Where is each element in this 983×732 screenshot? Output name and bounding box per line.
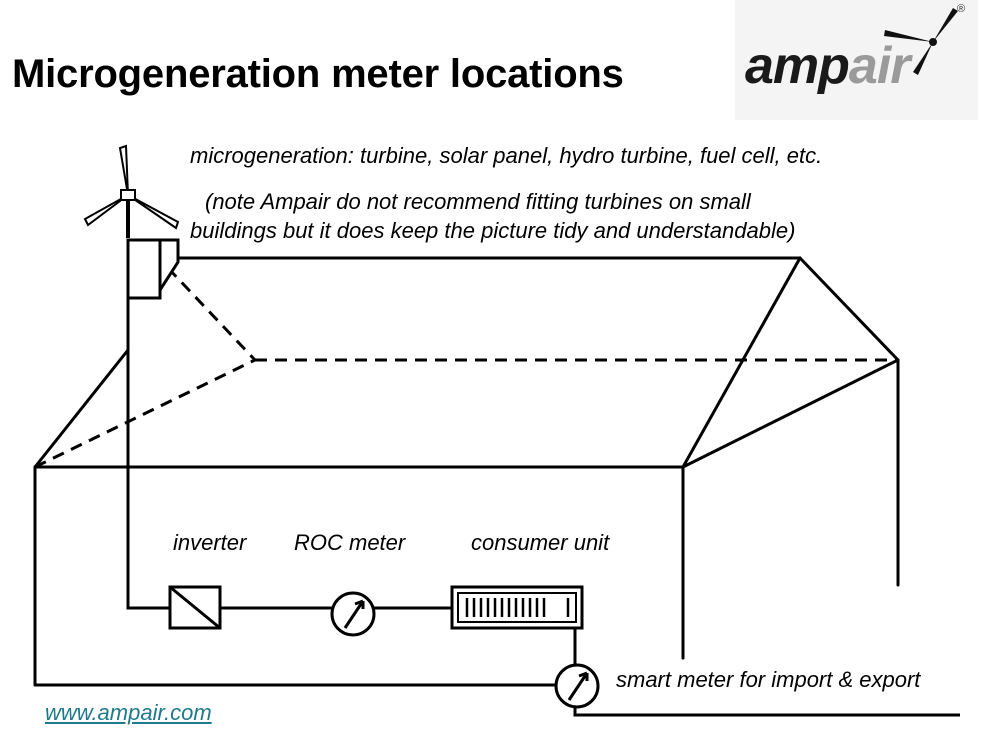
logo-turbine-icon bbox=[884, 8, 958, 75]
roof-right-front bbox=[681, 256, 802, 469]
roof-left-slope bbox=[33, 348, 130, 469]
building-front-wall bbox=[33, 465, 557, 687]
smart-meter-label: smart meter for import & export bbox=[616, 667, 921, 692]
roc-meter-gauge-icon bbox=[330, 591, 376, 637]
logo-air-text: air bbox=[848, 37, 911, 95]
roof-right-back bbox=[798, 256, 900, 362]
hidden-edge-left bbox=[34, 358, 256, 469]
ampair-note: (note Ampair do not recommend fitting tu… bbox=[190, 187, 795, 245]
logo-amp-text: amp bbox=[745, 37, 850, 95]
inverter-label: inverter bbox=[173, 530, 247, 555]
note-line-1: (note Ampair do not recommend fitting tu… bbox=[205, 189, 751, 214]
turbine-mount-bracket bbox=[158, 238, 180, 296]
hidden-edge-roof bbox=[166, 266, 257, 362]
inverter-symbol bbox=[168, 585, 222, 630]
consumer-unit-label: consumer unit bbox=[471, 530, 610, 555]
roc-meter-label: ROC meter bbox=[294, 530, 406, 555]
microgeneration-label: microgeneration: turbine, solar panel, h… bbox=[190, 143, 823, 168]
wind-turbine-icon bbox=[83, 144, 180, 238]
consumer-unit-symbol bbox=[450, 585, 584, 630]
ampair-logo: ampair ® bbox=[735, 0, 978, 120]
logo-registered-mark: ® bbox=[957, 3, 966, 15]
website-link[interactable]: www.ampair.com bbox=[45, 700, 212, 725]
turbine-cable bbox=[126, 298, 170, 610]
logo-wordmark: ampair bbox=[745, 36, 911, 96]
turbine-mount-box bbox=[126, 238, 162, 300]
cable-smart-grid bbox=[573, 708, 960, 717]
page-title: Microgeneration meter locations bbox=[12, 52, 624, 96]
roof-gable-bottom bbox=[681, 358, 900, 469]
note-line-2: buildings but it does keep the picture t… bbox=[190, 218, 796, 243]
smart-meter-gauge-icon bbox=[554, 663, 600, 709]
